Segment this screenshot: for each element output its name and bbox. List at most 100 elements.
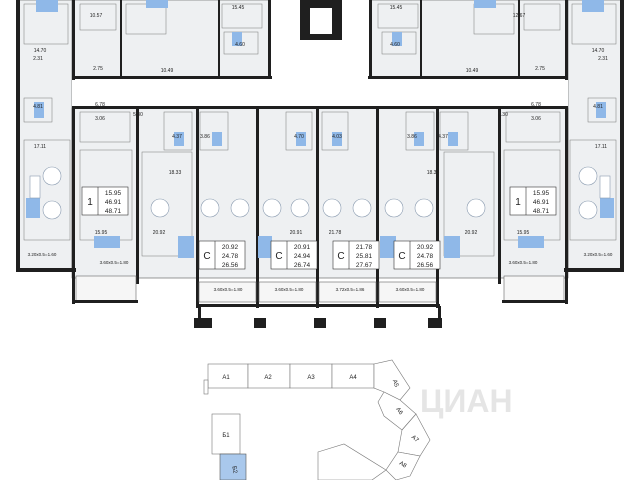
area-label-a-14-70-right: 14.70 (592, 48, 605, 54)
area-label-a-4-37: 4.37 (172, 134, 182, 140)
area-label-a-10-57: 10.57 (90, 13, 103, 19)
apartment-area-living: 15.95 (533, 190, 550, 197)
apartment-box-frame (332, 240, 380, 270)
key-label-A5: A5 (391, 379, 399, 389)
area-label-a-2-31-l: 2.31 (33, 56, 43, 62)
apartment-area-living: 20.91 (294, 244, 311, 251)
key-section-A7[interactable] (397, 413, 431, 457)
area-label-a-3-86: 3.86 (200, 134, 210, 140)
area-label-a-3-06-l: 3.06 (95, 116, 105, 122)
apartment-code: 1 (515, 197, 521, 208)
apartment-box-frame (270, 240, 318, 270)
balcony-label-b-right: 3.60x0.5=1.80 (509, 260, 538, 265)
key-label-A8: A8 (398, 461, 408, 470)
apartment-info-boxes: 115.9546.9148.71C20.9224.7826.56C20.9124… (81, 186, 557, 270)
apartment-area-full: 48.71 (533, 208, 550, 215)
key-label-A6: A6 (394, 407, 404, 417)
apartment-code: 1 (87, 197, 93, 208)
area-label-a-18-33-l: 18.33 (169, 170, 182, 176)
area-label-a-15-95-r: 15.95 (517, 230, 530, 236)
furniture (29, 166, 611, 220)
area-label-a-20-92-r: 20.92 (465, 230, 478, 236)
balcony-label-b-c2: 3.60x0.5=1.80 (275, 287, 304, 292)
apartment-area-full: 26.56 (222, 262, 239, 269)
apartment-area-total: 24.94 (294, 253, 311, 260)
area-label-a-20-91: 20.91 (290, 230, 303, 236)
key-section-A4[interactable] (331, 363, 375, 389)
key-plan (203, 359, 431, 480)
apartment-box-apt-1-left[interactable]: 1 15.95 46.91 48.71 (81, 186, 129, 216)
area-label-a-14-70-left: 14.70 (34, 48, 47, 54)
key-label-A7: A7 (410, 435, 420, 445)
apartment-box-apt-c-2[interactable]: C 20.91 24.94 26.74 (270, 240, 318, 270)
room-outlines (23, 3, 617, 257)
area-label-a-5-30-l: 5.30 (133, 112, 143, 118)
balcony-dimension-labels: 3.20x0.5=1.60 3.60x0.5=1.80 3.60x0.5=1.80 3… (28, 252, 613, 292)
balcony-label-b-left: 3.60x0.5=1.80 (100, 260, 129, 265)
area-label-a-15-45-r: 15.45 (390, 5, 403, 11)
apartment-area-living: 15.95 (105, 190, 122, 197)
area-label-a-15-95-l: 15.95 (95, 230, 108, 236)
apartment-area-total: 46.91 (105, 199, 122, 206)
area-label-a-4-03: 4.03 (332, 134, 342, 140)
key-section-A3[interactable] (289, 363, 333, 389)
area-label-a-10-49-r: 10.49 (466, 68, 479, 74)
fixtures (26, 0, 614, 258)
key-section-A8[interactable] (385, 451, 421, 480)
key-section-tower (203, 379, 209, 395)
key-section-A1[interactable] (207, 363, 249, 389)
apartment-area-living: 20.92 (222, 244, 239, 251)
key-section-B2[interactable] (219, 453, 247, 480)
area-label-a-17-11-l: 17.11 (34, 144, 46, 150)
area-label-a-20-92-l: 20.92 (153, 230, 166, 236)
area-label-a-2-31-r: 2.31 (598, 56, 608, 62)
apartment-code: C (275, 251, 282, 262)
apartment-box-apt-1-right[interactable]: 1 15.95 46.91 48.71 (509, 186, 557, 216)
key-label-A4: A4 (349, 375, 357, 381)
apartment-box-frame (81, 186, 129, 216)
key-section-A9[interactable] (317, 443, 387, 480)
area-label-a-6-78-r: 6.78 (531, 102, 541, 108)
area-label-a-12-67: 12.67 (513, 13, 526, 19)
area-label-a-15-45-l: 15.45 (232, 5, 245, 11)
balcony-label-b-left-far: 3.20x0.5=1.60 (28, 252, 57, 257)
area-label-a-5-30-r: 5.30 (498, 112, 508, 118)
key-label-B1: Б1 (222, 433, 230, 439)
area-label-a-4-60-r: 4.60 (390, 42, 400, 48)
area-label-a-4-81-l: 4.81 (33, 104, 43, 110)
balcony-label-b-right-far: 3.20x0.5=1.60 (584, 252, 613, 257)
apartment-area-total: 25.81 (356, 253, 373, 260)
key-label-B2: Б2 (230, 466, 237, 475)
apartment-area-living: 21.78 (356, 244, 373, 251)
balcony-label-b-c1: 3.60x0.5=1.80 (214, 287, 243, 292)
area-label-a-2-75-l: 2.75 (93, 66, 103, 72)
area-label-a-3-86-r: 3.86 (407, 134, 417, 140)
apartment-area-full: 26.74 (294, 262, 311, 269)
key-label-A3: A3 (307, 375, 315, 381)
area-label-a-18-33-r: 18.33 (427, 170, 440, 176)
area-label-a-6-78-l: 6.78 (95, 102, 105, 108)
balcony-label-b-c4: 3.60x0.5=1.80 (396, 287, 425, 292)
room-area-labels: 14.7010.5715.454.6015.454.6012.6714.702.… (33, 5, 608, 236)
apartment-area-total: 46.91 (533, 199, 550, 206)
apartment-box-frame (198, 240, 246, 270)
area-label-a-3-06-r: 3.06 (531, 116, 541, 122)
key-label-A1: A1 (222, 375, 230, 381)
apartment-area-full: 48.71 (105, 208, 122, 215)
area-label-a-4-81-r: 4.81 (593, 104, 603, 110)
apartment-box-frame (509, 186, 557, 216)
apartment-area-total: 24.78 (417, 253, 434, 260)
apartment-code: C (398, 251, 405, 262)
building-structure (16, 0, 624, 328)
key-section-B1[interactable] (211, 413, 241, 455)
area-label-a-4-70: 4.70 (294, 134, 304, 140)
apartment-area-living: 20.92 (417, 244, 434, 251)
area-label-a-10-49-l: 10.49 (161, 68, 174, 74)
apartment-code: C (337, 251, 344, 262)
key-section-A2[interactable] (247, 363, 291, 389)
